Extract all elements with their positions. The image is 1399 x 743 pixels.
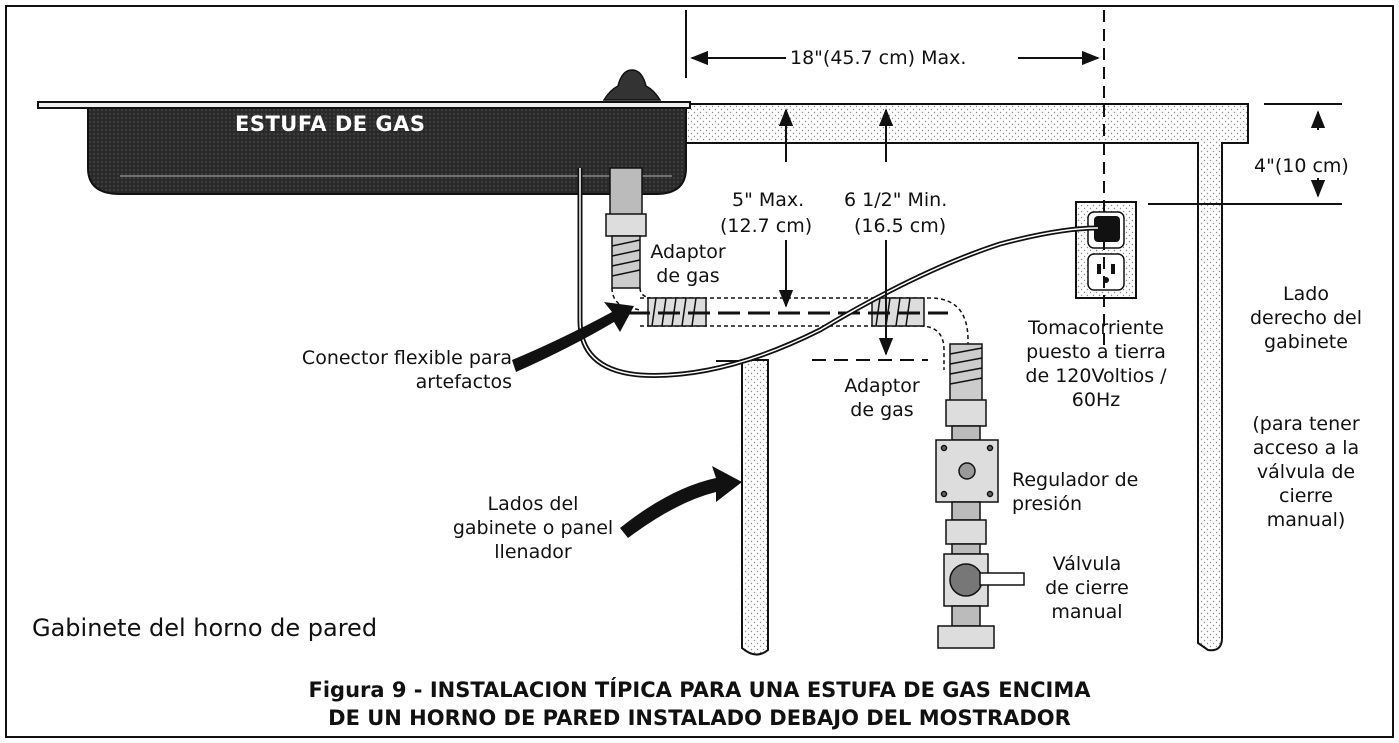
flex-connector-pointer-arrow: [512, 302, 634, 372]
dimension-6-5in-label: 6 1/2" Min.: [844, 189, 948, 211]
figure-border: [5, 5, 1394, 738]
gas-range: [37, 69, 691, 195]
outlet-receptacle-icon: [1087, 253, 1125, 291]
gas-stub: [605, 167, 647, 289]
countertop: [685, 103, 1249, 652]
dimension-4in: [1148, 103, 1342, 205]
cabinet-side-panel: [716, 359, 769, 656]
cabinet-side-pointer-arrow: [620, 466, 742, 538]
valve-handle-icon: [949, 563, 983, 597]
dimension-18in: [685, 10, 1105, 352]
range-title: ESTUFA DE GAS: [235, 112, 426, 136]
dimension-6-5in-metric: (16.5 cm): [854, 215, 947, 237]
dimension-5in-metric: (12.7 cm): [720, 215, 813, 237]
figure-caption-line1: Figura 9 - INSTALACION TÍPICA PARA UNA E…: [308, 678, 1091, 702]
dimension-5in-label: 5" Max.: [732, 189, 805, 211]
dimension-4in-label: 4"(10 cm): [1254, 155, 1349, 177]
electrical-outlet: [1075, 201, 1137, 299]
gas-supply-assembly: [935, 343, 1025, 649]
oven-cabinet-label: Gabinete del horno de pared: [32, 614, 378, 642]
dimension-18in-label: 18"(45.7 cm) Max.: [790, 47, 967, 69]
burner-knob-icon: [602, 69, 662, 101]
figure-caption-line2: DE UN HORNO DE PARED INSTALADO DEBAJO DE…: [328, 706, 1071, 730]
regulator-dial-icon: [958, 462, 976, 480]
